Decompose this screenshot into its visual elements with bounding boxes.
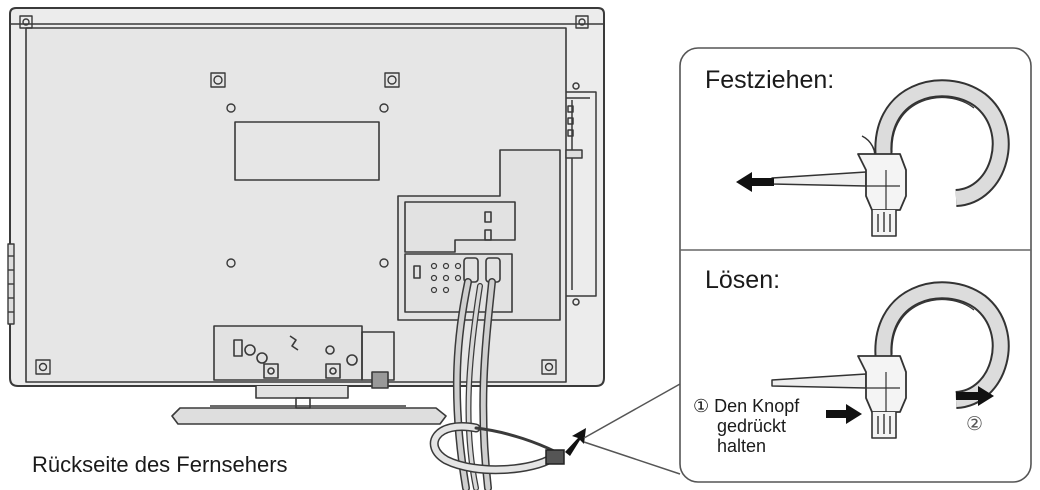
cable-tie-release-illustration — [771, 281, 1010, 439]
rear-terminal-block — [397, 149, 561, 321]
slide-out-arrow — [956, 386, 994, 406]
clamp-pointer-arrow — [565, 428, 586, 456]
side-terminal — [565, 82, 597, 306]
label-plate — [234, 121, 380, 181]
tie-head-tighten — [857, 153, 907, 211]
release-heading: Lösen: — [705, 266, 781, 294]
detail-panel — [679, 47, 1032, 483]
stand-mount — [213, 325, 395, 389]
press-button-arrow — [826, 404, 862, 424]
step-1-line-3: halten — [717, 436, 767, 456]
tighten-pull-arrow — [736, 172, 774, 192]
tv-back-caption: Rückseite des Fernsehers — [32, 452, 288, 477]
step-2-marker: ② — [966, 414, 984, 435]
side-buttons — [7, 243, 15, 325]
cable-tie-tighten-illustration — [771, 79, 1010, 237]
tighten-heading: Festziehen: — [705, 66, 835, 94]
step-1-instruction: ① Den Knopf gedrückt halten — [693, 396, 799, 456]
step-1-line-1: ① Den Knopf — [693, 396, 800, 416]
step-1-line-2: gedrückt — [717, 416, 787, 436]
callout-lines — [583, 383, 681, 475]
detail-panel-border — [679, 47, 1032, 483]
cable-bundle — [429, 278, 565, 490]
tv-stand — [171, 386, 447, 425]
step-1-marker: ① — [693, 396, 710, 416]
tv-back-illustration — [7, 7, 605, 425]
corner-screws — [19, 15, 589, 375]
tie-head-release — [857, 355, 907, 413]
